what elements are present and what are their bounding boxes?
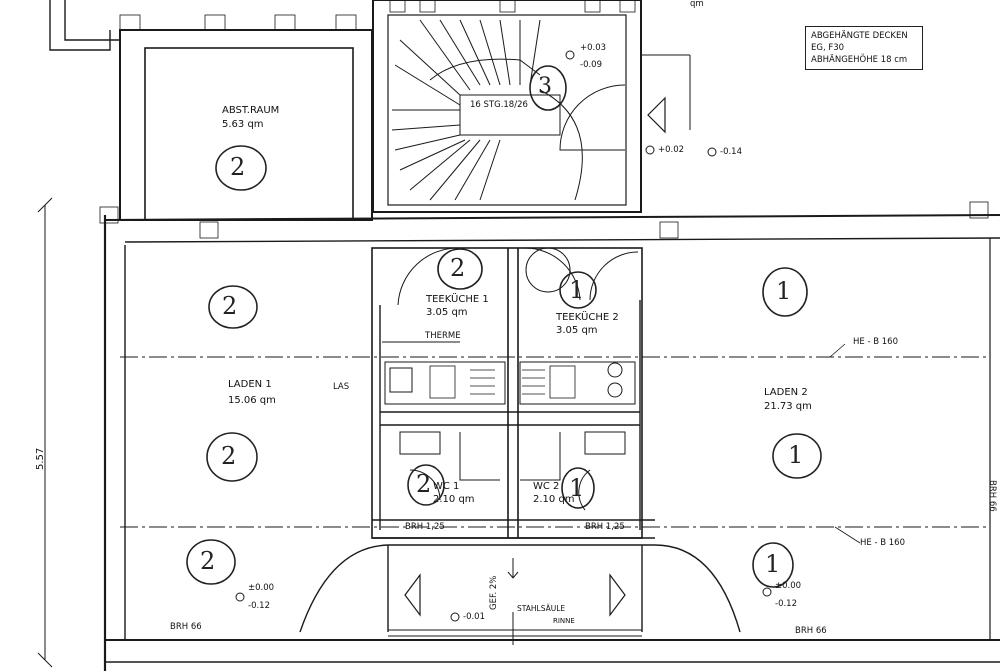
he-leader-upper: [829, 343, 846, 358]
level-value: +0.02: [658, 145, 685, 155]
kitchen2-counter: [519, 361, 636, 405]
abstraum-name: ABST.RAUM: [222, 105, 280, 116]
level-value: -0.14: [720, 147, 742, 157]
wc1-sink: [399, 431, 441, 455]
top-qm-fragment: qm: [690, 0, 704, 9]
core-divider-wall: [507, 248, 519, 538]
dimension-label: 5.57: [35, 447, 46, 470]
core-mid-wall: [380, 411, 640, 426]
gefaelle-label: GEF. 2%: [489, 575, 499, 610]
laden2-mark: 1: [776, 277, 792, 305]
teekueche2-area: 3.05 qm: [556, 325, 598, 336]
stahlsaeule-label: STAHLSÄULE: [517, 604, 566, 613]
laden1-area: 15.06 qm: [228, 395, 276, 406]
wc2-name: WC 2: [533, 481, 560, 492]
he-label-upper: HE - B 160: [853, 337, 898, 347]
he-label-lower: HE - B 160: [860, 538, 905, 548]
level-value: -0.09: [580, 60, 602, 70]
rinne-label: RINNE: [553, 617, 575, 625]
laden1-mark: 2: [222, 292, 238, 320]
teekueche1-door-swing: [397, 247, 459, 306]
stair-inner-wall: [387, 14, 627, 206]
entrance-door-left-icon: [404, 573, 421, 617]
laden2-mark: 1: [788, 441, 804, 469]
brh66-right: BRH 66: [795, 626, 827, 636]
teekueche2-door-swing: [524, 247, 581, 301]
shop-top-wall-inner: [124, 237, 1000, 243]
wc2-door-swing: [578, 469, 591, 511]
teekueche1-name: TEEKÜCHE 1: [426, 294, 489, 305]
laden1-mark: 2: [221, 442, 237, 470]
laden1-name: LADEN 1: [228, 379, 272, 390]
teekueche2-name: TEEKÜCHE 2: [556, 312, 619, 323]
laden1-mark: 2: [200, 547, 216, 575]
ceiling-note-line: EG, F30: [811, 43, 845, 53]
wc2-sink: [584, 431, 626, 455]
wc1-door-swing: [409, 469, 441, 501]
las-label: LAS: [333, 382, 350, 392]
abstraum-mark: 2: [230, 153, 246, 181]
brh66-left: BRH 66: [170, 622, 202, 632]
wc1-name: WC 1: [433, 481, 460, 492]
stair-treads: [391, 19, 583, 201]
entrance-wall: [387, 545, 643, 632]
stair-label: 16 STG.18/26: [470, 100, 528, 110]
brh-label-left: BRH 1,25: [405, 522, 445, 532]
laden2-mark: 1: [765, 550, 781, 578]
brh-label-right: BRH 1,25: [585, 522, 625, 532]
dimension-line-left: [37, 197, 53, 668]
level-value: ±0.00: [775, 581, 802, 591]
level-value: -0.01: [463, 612, 485, 622]
entrance-channel: [388, 629, 642, 637]
wc2-area: 2.10 qm: [533, 494, 575, 505]
he-leader-lower: [834, 526, 861, 544]
entrance-niche: [299, 544, 741, 633]
stair-door-swing: [559, 84, 626, 151]
ceiling-note-line: ABGEHÄNGTE DECKEN: [811, 31, 908, 41]
laden2-name: LADEN 2: [764, 387, 808, 398]
teekueche1-area: 3.05 qm: [426, 307, 468, 318]
laden2-area: 21.73 qm: [764, 401, 812, 412]
level-value: +0.03: [580, 43, 607, 53]
level-value: ±0.00: [248, 583, 275, 593]
upper-wall-fragment-2: [64, 0, 120, 41]
ceiling-note-line: ABHÄNGEHÖHE 18 cm: [811, 55, 908, 65]
ceiling-note: ABGEHÄNGTE DECKEN EG, F30 ABHÄNGEHÖHE 18…: [805, 26, 923, 70]
level-value: -0.12: [775, 599, 797, 609]
therme-label: THERME: [425, 331, 461, 341]
shop-top-wall: [104, 214, 1000, 221]
las-box: [389, 367, 413, 393]
wc1-mark: 2: [416, 470, 432, 498]
entrance-door-right-icon: [609, 573, 626, 617]
stair-outer-wall: [372, 0, 642, 213]
abstraum-area: 5.63 qm: [222, 119, 264, 130]
stair-triangle-icon: [647, 96, 666, 134]
stair-mark: 3: [538, 74, 552, 99]
teekueche2-mark: 1: [569, 276, 585, 304]
stair-door-frame: [640, 54, 691, 130]
brh-band: [372, 519, 655, 539]
wc1-area: 2.10 qm: [433, 494, 475, 505]
brh66-vertical: BRH 66: [987, 480, 997, 512]
wc2-mark: 1: [569, 474, 585, 502]
kitchen1-counter: [384, 361, 506, 405]
level-value: -0.12: [248, 601, 270, 611]
gef-arrow: [507, 558, 519, 579]
teekueche2-door-swing-b: [589, 251, 639, 301]
teekueche1-mark: 2: [450, 254, 466, 282]
